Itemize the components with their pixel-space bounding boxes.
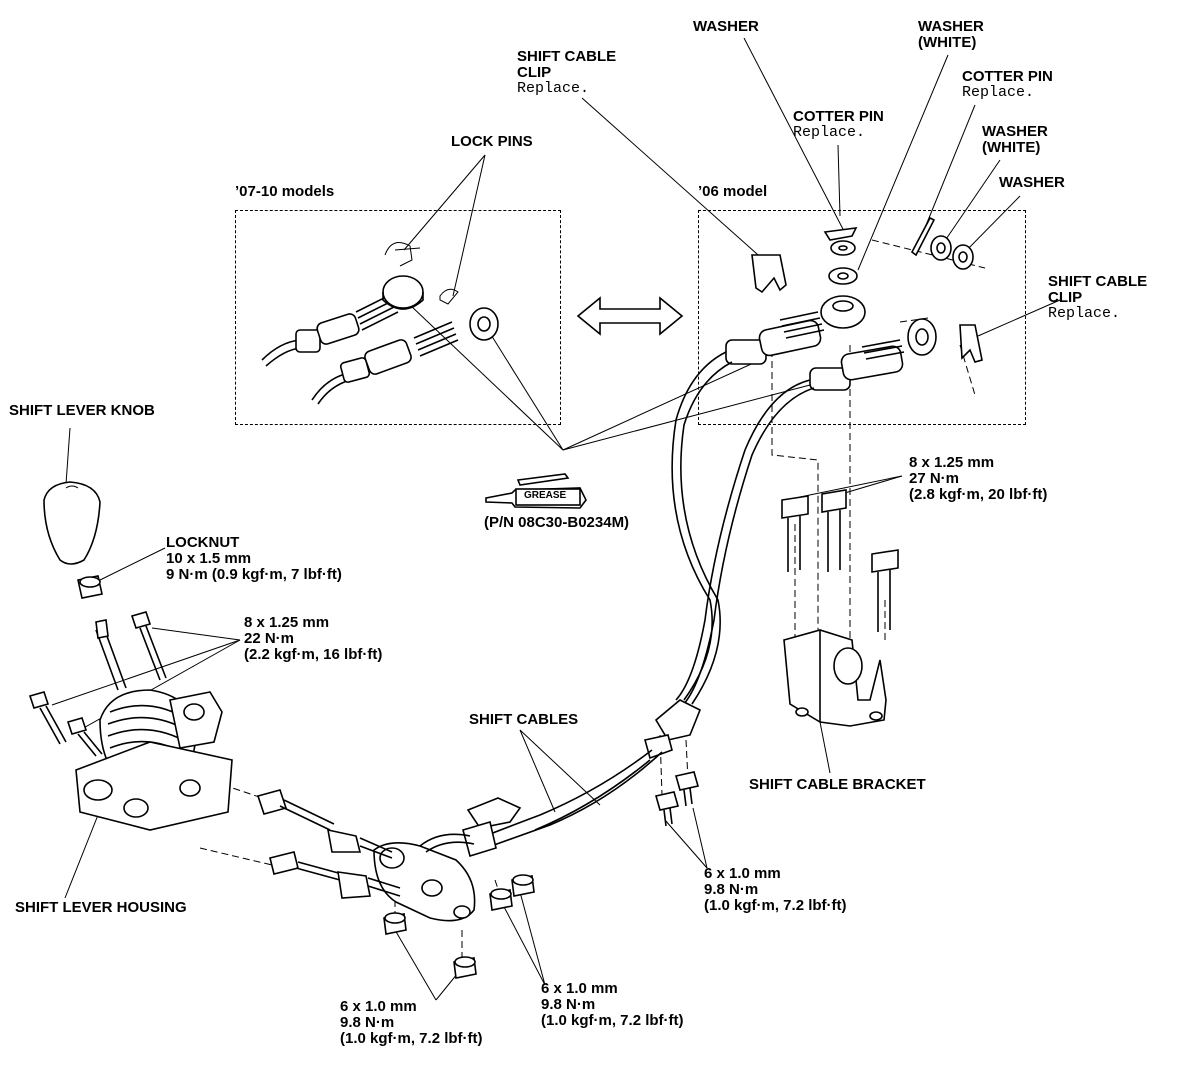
- grease-tube-label: GREASE: [524, 490, 567, 501]
- washer-white-label-right: WASHER (WHITE): [982, 123, 1048, 156]
- cotter-pin-label-right: COTTER PIN Replace.: [962, 68, 1053, 101]
- shift-cable-clip-label-right: SHIFT CABLE CLIP Replace.: [1048, 273, 1148, 322]
- shift-cable-bracket: [781, 489, 899, 727]
- shift-cables-label: SHIFT CABLES: [469, 711, 579, 728]
- shift-cables: [462, 351, 815, 858]
- washer-label: WASHER: [693, 18, 759, 35]
- alignment-guides: [149, 239, 986, 960]
- models-0710-box: [235, 210, 561, 425]
- cable-clamp-bolts: [654, 771, 700, 827]
- model-06-label: ’06 model: [698, 183, 768, 200]
- interchange-arrow: [576, 296, 684, 336]
- torque-spec-8x125-27: 8 x 1.25 mm 27 N·m (2.8 kgf·m, 20 lbf·ft…: [909, 454, 1048, 503]
- washer-white-label: WASHER (WHITE): [918, 18, 984, 51]
- shift-cable-bracket-label: SHIFT CABLE BRACKET: [749, 776, 926, 793]
- grease-tube: [485, 473, 587, 509]
- cable-ends-0710: [261, 242, 499, 405]
- torque-spec-6x10-right: 6 x 1.0 mm 9.8 N·m (1.0 kgf·m, 7.2 lbf·f…: [704, 865, 847, 914]
- shift-cable-clip-label-left: SHIFT CABLE CLIP Replace.: [517, 48, 617, 97]
- torque-spec-6x10-mid: 6 x 1.0 mm 9.8 N·m (1.0 kgf·m, 7.2 lbf·f…: [541, 980, 684, 1029]
- flange-nuts: [383, 874, 535, 979]
- washer-label-right: WASHER: [999, 174, 1065, 191]
- shift-lever-knob: [43, 481, 103, 599]
- shift-lever-housing-label: SHIFT LEVER HOUSING: [15, 899, 187, 916]
- cable-base-bracket: [256, 789, 476, 922]
- locknut-label: LOCKNUT 10 x 1.5 mm 9 N·m (0.9 kgf·m, 7 …: [166, 534, 342, 583]
- torque-spec-8x125-22: 8 x 1.25 mm 22 N·m (2.2 kgf·m, 16 lbf·ft…: [244, 614, 383, 663]
- cable-ends-06: [725, 216, 983, 391]
- cotter-pin-label-mid: COTTER PIN Replace.: [793, 108, 884, 141]
- models-0710-label: ’07-10 models: [235, 183, 335, 200]
- grease-part-number: (P/N 08C30-B0234M): [484, 514, 630, 531]
- shift-lever-knob-label: SHIFT LEVER KNOB: [9, 402, 155, 419]
- shift-lever-housing: [28, 611, 233, 831]
- lock-pins-label: LOCK PINS: [451, 133, 533, 150]
- model-06-box: [698, 210, 1026, 425]
- torque-spec-6x10-left: 6 x 1.0 mm 9.8 N·m (1.0 kgf·m, 7.2 lbf·f…: [340, 998, 483, 1047]
